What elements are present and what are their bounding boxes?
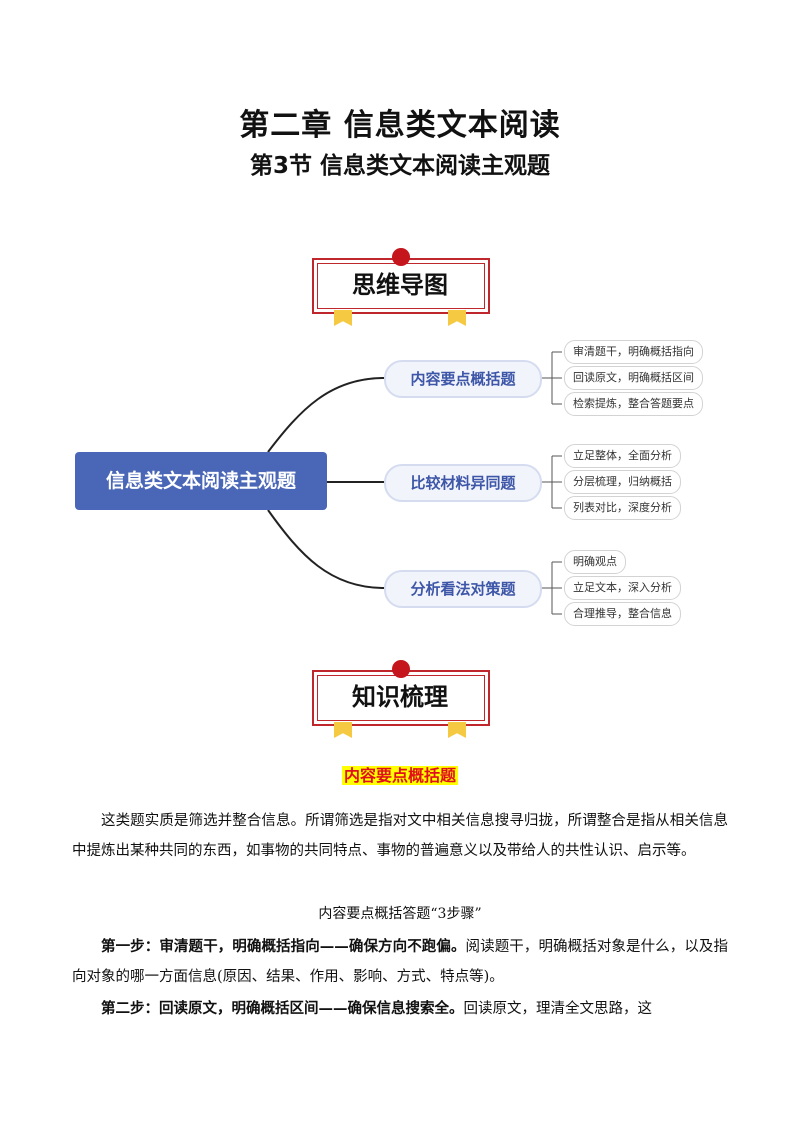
mindmap-branch-3: 分析看法对策题: [384, 570, 542, 608]
section-heading: 内容要点概括题: [0, 762, 800, 786]
ribbon-right-icon: [448, 722, 466, 738]
mindmap-leaf: 审清题干，明确概括指向: [564, 340, 703, 364]
step-one-paragraph: 第一步：审清题干，明确概括指向——确保方向不跑偏。阅读题干，明确概括对象是什么，…: [72, 932, 728, 992]
mindmap-leaf: 立足整体，全面分析: [564, 444, 681, 468]
mindmap-leaf: 回读原文，明确概括区间: [564, 366, 703, 390]
banner-pin-icon: [392, 248, 410, 266]
mindmap-leaf: 分层梳理，归纳概括: [564, 470, 681, 494]
connector-leaves-1: [540, 351, 562, 405]
step-one-heading: 第一步：审清题干，明确概括指向——确保方向不跑偏。: [101, 939, 466, 955]
mindmap-connectors: [267, 351, 562, 615]
mindmap-root: 信息类文本阅读主观题: [75, 452, 327, 510]
connector-branch-3: [267, 509, 385, 589]
mindmap-leaf: 合理推导，整合信息: [564, 602, 681, 626]
ribbon-left-icon: [334, 722, 352, 738]
mindmap-branch-2: 比较材料异同题: [384, 464, 542, 502]
mindmap-leaf: 列表对比，深度分析: [564, 496, 681, 520]
section-title: 第3节 信息类文本阅读主观题: [249, 153, 550, 179]
mindmap-leaf: 明确观点: [564, 550, 626, 574]
step-one-text: 阅读题干，明确概括对象是什么，以及指向对象的哪一方面信息(原因、结果、作用、影响…: [72, 939, 728, 985]
chapter-title: 第二章 信息类文本阅读: [239, 108, 561, 143]
connector-leaves-2: [540, 455, 562, 509]
knowledge-banner-label: 知识梳理: [352, 683, 448, 711]
section-heading-text: 内容要点概括题: [341, 766, 458, 785]
mindmap-branch-1: 内容要点概括题: [384, 360, 542, 398]
step-two-paragraph: 第二步：回读原文，明确概括区间——确保信息搜索全。回读原文，理清全文思路，这: [72, 994, 728, 1024]
mindmap-leaf: 检索提炼，整合答题要点: [564, 392, 703, 416]
knowledge-banner: 知识梳理: [312, 660, 500, 738]
ribbon-left-icon: [334, 310, 352, 326]
connector-leaves-3: [540, 561, 562, 615]
banner-frame-inner: [317, 675, 485, 721]
mindmap-leaf: 立足文本，深入分析: [564, 576, 681, 600]
banner-pin-icon: [392, 660, 410, 678]
mindmap-banner: 思维导图: [312, 248, 500, 326]
mindmap-banner-label: 思维导图: [352, 271, 448, 299]
step-two-text: 回读原文，理清全文思路，这: [463, 1001, 653, 1017]
connector-branch-1: [267, 377, 385, 453]
step-two-heading: 第二步：回读原文，明确概括区间——确保信息搜索全。: [101, 1001, 464, 1017]
steps-title: 内容要点概括答题“3步骤”: [318, 906, 482, 922]
ribbon-right-icon: [448, 310, 466, 326]
intro-paragraph: 这类题实质是筛选并整合信息。所谓筛选是指对文中相关信息搜寻归拢，所谓整合是指从相…: [72, 813, 728, 859]
